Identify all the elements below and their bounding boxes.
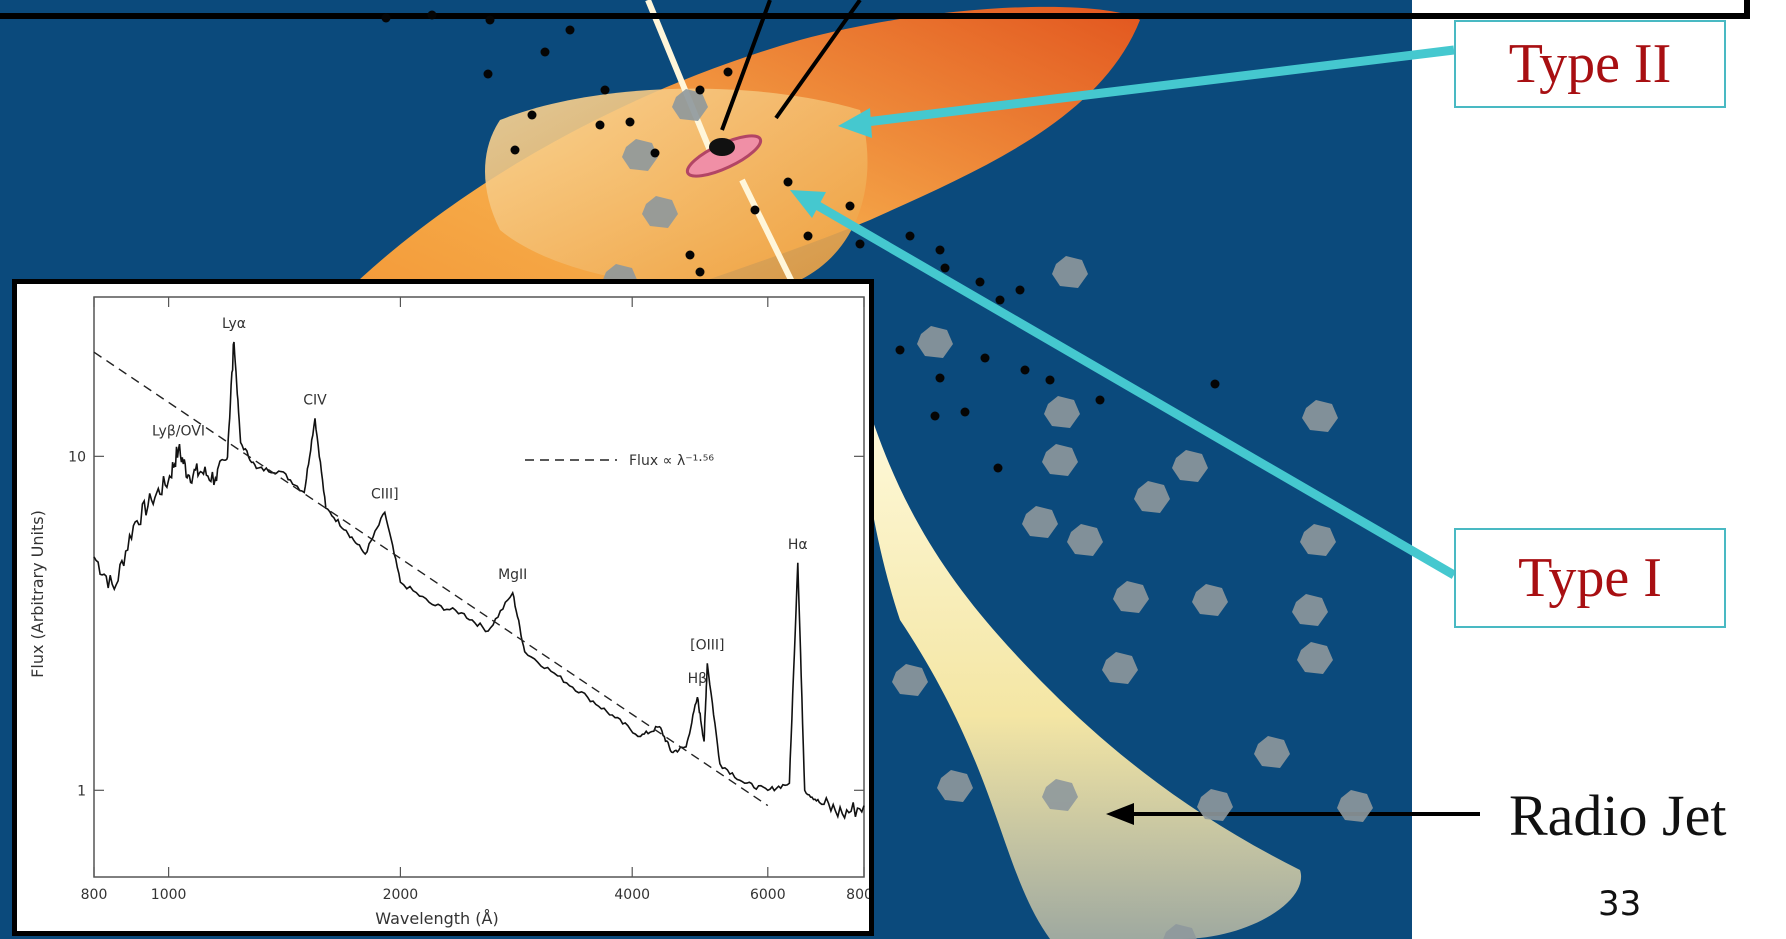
line-annotation: MgII [498, 567, 527, 583]
y-tick-label: 1 [77, 783, 86, 799]
line-annotation: Hα [788, 537, 808, 553]
pointer-arrow-2 [774, 0, 862, 120]
x-tick-label: 2000 [383, 887, 419, 903]
radio-jet [860, 380, 1302, 939]
radio-jet-arrowhead [1106, 803, 1134, 825]
line-annotation: Lyα [222, 316, 246, 332]
line-annotation: CIV [303, 392, 327, 408]
page-number: 33 [1598, 884, 1642, 924]
pointer-arrow-1 [720, 0, 772, 131]
x-axis-ticks: 800 1000 2000 4000 6000 8000 [81, 297, 869, 903]
type2-label-box: Type II [1454, 20, 1726, 108]
x-axis-label: Wavelength (Å) [375, 909, 498, 928]
x-tick-label: 1000 [151, 887, 187, 903]
jet-axis-bottom [739, 178, 799, 292]
line-annotation: Lyβ/OVI [152, 423, 205, 439]
plot-frame [93, 296, 865, 878]
black-hole [709, 138, 735, 156]
power-law-line [93, 351, 769, 807]
x-tick-label: 6000 [750, 887, 786, 903]
x-tick-label: 8000 [846, 887, 869, 903]
gas-dots [381, 10, 1220, 473]
spectrum-series [93, 341, 865, 821]
radio-jet-label: Radio Jet [1509, 783, 1727, 848]
type2-arrow [857, 45, 1455, 128]
y-axis-label: Flux (Arbitrary Units) [28, 510, 47, 678]
spectrum-line [93, 341, 865, 821]
type1-label: Type I [1518, 547, 1662, 609]
type1-arrowhead [790, 190, 826, 218]
x-tick-label: 4000 [614, 887, 650, 903]
header-box [0, 0, 1750, 19]
y-axis-ticks: 1 10 [68, 449, 864, 799]
line-annotation: Hβ [688, 671, 707, 687]
line-annotation: CIII] [371, 486, 399, 502]
legend-text: Flux ∝ λ⁻¹·⁵⁶ [629, 453, 714, 469]
emission-clouds [602, 89, 1373, 939]
y-tick-label: 10 [68, 449, 86, 465]
x-tick-label: 800 [81, 887, 108, 903]
jet-axis-top [645, 0, 721, 172]
type1-arrow [805, 196, 1457, 579]
line-annotation: [OIII] [690, 637, 724, 653]
type2-arrowhead [838, 108, 872, 138]
type2-label: Type II [1508, 33, 1672, 95]
type1-label-box: Type I [1454, 528, 1726, 628]
